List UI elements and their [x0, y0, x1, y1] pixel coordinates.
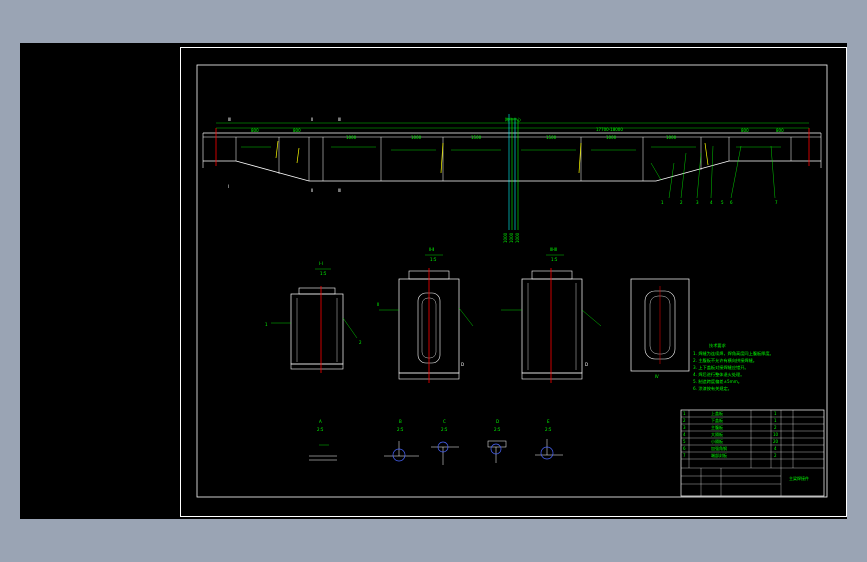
svg-text:2: 2 — [683, 418, 686, 423]
svg-text:4: 4 — [683, 432, 686, 437]
cad-drawing[interactable]: 800 800 1000 1000 1500 1500 1000 1000 80… — [181, 48, 848, 518]
technical-notes: 技术要求 1. 焊缝为连续焊，焊角高度同上腹板厚度。 2. 主腹板不允许有横向拼… — [693, 342, 774, 392]
svg-text:1500: 1500 — [471, 135, 482, 140]
svg-text:大隔板: 大隔板 — [711, 431, 723, 437]
svg-text:D: D — [585, 362, 588, 367]
svg-text:1000: 1000 — [666, 135, 677, 140]
diaphragm-view[interactable]: Ⅳ — [630, 278, 690, 379]
title-block[interactable]: 1 上盖板 1 2 下盖板 1 3 主腹板 2 4 大隔板 10 5 小隔板 2… — [680, 409, 825, 497]
svg-text:800: 800 — [251, 128, 259, 133]
svg-text:Ⅳ: Ⅳ — [655, 374, 659, 379]
svg-text:Ⅲ-Ⅲ: Ⅲ-Ⅲ — [550, 247, 557, 252]
svg-text:800: 800 — [293, 128, 301, 133]
svg-text:端部封板: 端部封板 — [711, 452, 727, 458]
svg-text:下盖板: 下盖板 — [711, 417, 723, 423]
svg-text:1000: 1000 — [606, 135, 617, 140]
svg-text:6: 6 — [683, 446, 686, 451]
section-2[interactable]: Ⅱ-Ⅱ 1:5 Ⅱ D — [377, 247, 474, 383]
svg-text:20: 20 — [773, 439, 779, 444]
section-mark-left: Ⅲ — [228, 117, 231, 122]
dimension-total: 17700-18000 — [596, 127, 623, 132]
main-elevation-view[interactable]: 800 800 1000 1000 1500 1500 1000 1000 80… — [202, 114, 822, 243]
svg-text:1: 1 — [774, 411, 777, 416]
svg-text:1. 焊缝为连续焊，焊角高度同上腹板厚度。: 1. 焊缝为连续焊，焊角高度同上腹板厚度。 — [693, 350, 774, 357]
svg-text:10: 10 — [773, 432, 779, 437]
svg-text:1:5: 1:5 — [320, 271, 327, 276]
svg-text:1: 1 — [774, 418, 777, 423]
svg-text:C: C — [443, 419, 446, 424]
svg-text:2: 2 — [774, 425, 777, 430]
callout-2: 2 — [680, 200, 683, 205]
svg-text:2:5: 2:5 — [317, 427, 324, 432]
cad-viewport[interactable]: 800 800 1000 1000 1500 1500 1000 1000 80… — [20, 43, 847, 519]
svg-text:技术要求: 技术要求 — [709, 342, 727, 349]
center-label: 跨中中心 — [505, 116, 521, 122]
svg-text:E: E — [547, 419, 550, 424]
svg-text:D: D — [461, 362, 464, 367]
svg-text:2: 2 — [774, 453, 777, 458]
callout-3: 3 — [696, 200, 699, 205]
svg-text:5. 制造跨度偏差±5mm。: 5. 制造跨度偏差±5mm。 — [693, 378, 742, 385]
svg-text:A: A — [319, 419, 322, 424]
svg-text:1000: 1000 — [509, 232, 514, 243]
svg-text:3: 3 — [683, 425, 686, 430]
svg-text:1000: 1000 — [515, 232, 520, 243]
svg-text:2: 2 — [359, 340, 362, 345]
svg-text:1000: 1000 — [346, 135, 357, 140]
section-3[interactable]: Ⅲ-Ⅲ 1:5 D — [501, 247, 602, 383]
svg-text:主腹板: 主腹板 — [711, 424, 723, 430]
svg-text:Ⅱ: Ⅱ — [311, 117, 313, 122]
svg-text:800: 800 — [776, 128, 784, 133]
svg-text:1:5: 1:5 — [430, 257, 437, 262]
svg-text:小隔板: 小隔板 — [711, 438, 723, 444]
svg-text:1500: 1500 — [546, 135, 557, 140]
svg-text:B: B — [399, 419, 402, 424]
section-1[interactable]: Ⅰ-Ⅰ 1:5 1 2 — [265, 261, 362, 373]
weld-details[interactable]: A 2:5 B 2:5 C 2:5 — [309, 419, 563, 465]
svg-text:加强角钢: 加强角钢 — [711, 445, 727, 451]
svg-text:1000: 1000 — [411, 135, 422, 140]
svg-text:Ⅱ: Ⅱ — [311, 188, 313, 193]
svg-text:800: 800 — [741, 128, 749, 133]
svg-text:Ⅰ-Ⅰ: Ⅰ-Ⅰ — [319, 261, 323, 266]
callout-4: 4 — [710, 200, 713, 205]
callout-5: 5 — [721, 200, 724, 205]
section-mark-right: Ⅲ — [338, 117, 341, 122]
drawing-title: 主梁焊接件 — [789, 475, 809, 481]
svg-text:7: 7 — [683, 453, 686, 458]
svg-text:5: 5 — [683, 439, 686, 444]
svg-text:1:5: 1:5 — [551, 257, 558, 262]
svg-text:6. 涂漆按有关规定。: 6. 涂漆按有关规定。 — [693, 385, 732, 392]
callout-6: 6 — [730, 200, 733, 205]
svg-text:1: 1 — [683, 411, 686, 416]
drawing-sheet-border: 800 800 1000 1000 1500 1500 1000 1000 80… — [180, 47, 847, 517]
svg-text:2:5: 2:5 — [441, 427, 448, 432]
svg-text:1: 1 — [265, 322, 268, 327]
callout-7: 7 — [775, 200, 778, 205]
svg-text:D: D — [496, 419, 499, 424]
svg-text:上盖板: 上盖板 — [711, 410, 723, 416]
svg-text:2:5: 2:5 — [545, 427, 552, 432]
svg-text:3. 上下盖板对接焊缝应错开。: 3. 上下盖板对接焊缝应错开。 — [693, 364, 749, 371]
svg-text:Ⅱ-Ⅱ: Ⅱ-Ⅱ — [429, 247, 434, 252]
svg-text:2:5: 2:5 — [494, 427, 501, 432]
svg-text:4. 焊后进行整体退火处理。: 4. 焊后进行整体退火处理。 — [693, 371, 744, 378]
svg-text:1000: 1000 — [503, 232, 508, 243]
svg-text:Ⅱ: Ⅱ — [377, 302, 379, 307]
callout-1: 1 — [661, 200, 664, 205]
svg-text:2:5: 2:5 — [397, 427, 404, 432]
svg-text:4: 4 — [774, 446, 777, 451]
inner-frame — [196, 64, 828, 498]
svg-text:Ⅲ: Ⅲ — [338, 188, 341, 193]
svg-text:2. 主腹板不允许有横向拼接焊缝。: 2. 主腹板不允许有横向拼接焊缝。 — [693, 357, 757, 364]
svg-text:Ⅰ: Ⅰ — [228, 184, 229, 189]
